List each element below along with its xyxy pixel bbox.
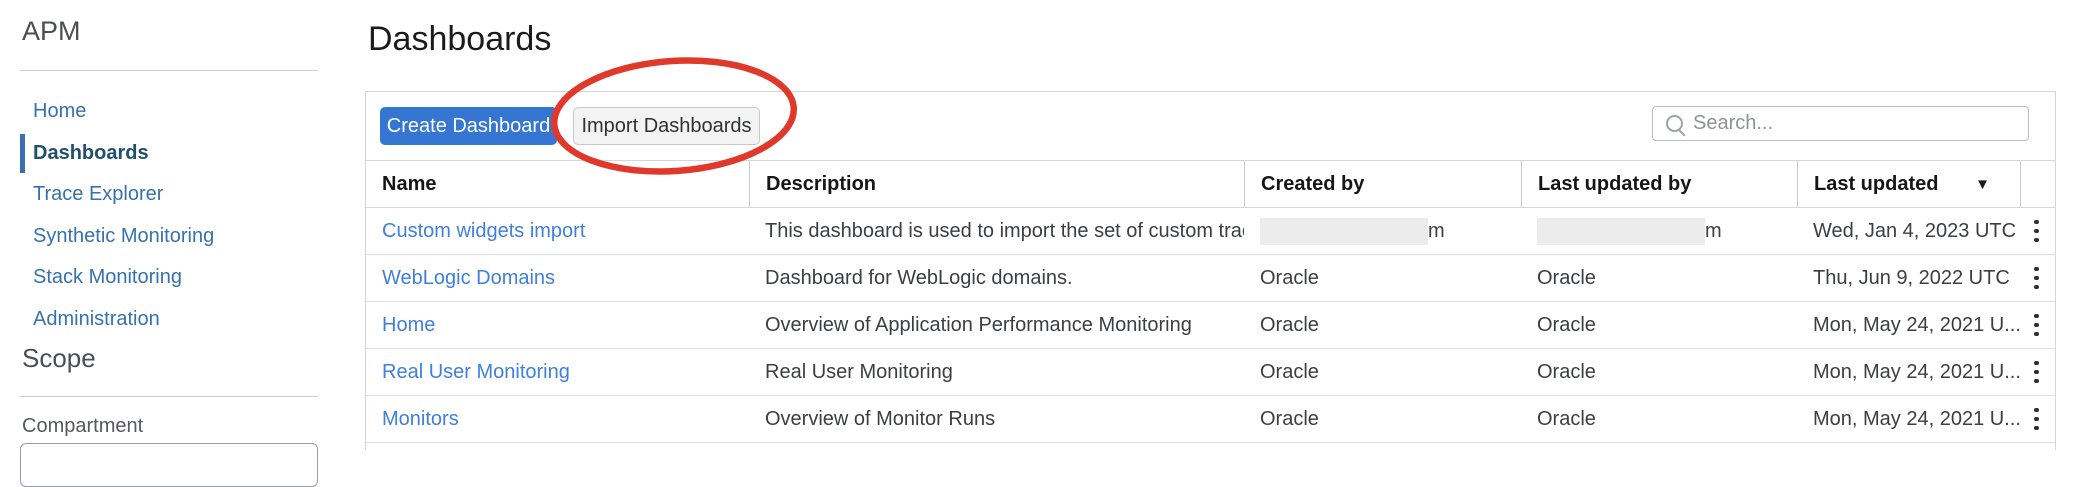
sidebar-item-synthetic-monitoring[interactable]: Synthetic Monitoring xyxy=(20,216,318,258)
column-header-label: Last updated xyxy=(1814,172,1939,195)
search-input[interactable] xyxy=(1693,112,2028,135)
sidebar-item-label: Dashboards xyxy=(33,141,149,164)
created-by-cell: Oracle xyxy=(1260,313,1319,336)
sidebar-item-label: Trace Explorer xyxy=(33,183,164,206)
column-header-last-updated[interactable]: Last updated ▼ xyxy=(1797,161,2020,207)
actions-cell xyxy=(2020,402,2055,437)
dashboards-panel: Create Dashboard Import Dashboards Name … xyxy=(365,91,2056,450)
dashboard-name-cell: Custom widgets import xyxy=(366,220,749,243)
created-by-cell: Oracle xyxy=(1260,407,1319,430)
last-updated-by-cell: Oracle xyxy=(1537,407,1596,430)
active-indicator-bar xyxy=(20,133,25,173)
column-header-last-updated-by[interactable]: Last updated by xyxy=(1521,161,1797,207)
last-updated-cell: Mon, May 24, 2021 U... xyxy=(1813,313,2020,336)
sidebar-item-stack-monitoring[interactable]: Stack Monitoring xyxy=(20,257,318,299)
redaction-suffix: m xyxy=(1705,219,1722,242)
created-by-cell: m xyxy=(1244,217,1521,245)
sidebar-title: APM xyxy=(22,16,81,46)
redacted-text-block xyxy=(1537,217,1705,245)
sidebar-item-dashboards[interactable]: Dashboards xyxy=(20,133,318,175)
import-dashboards-button[interactable]: Import Dashboards xyxy=(573,107,760,145)
column-header-created-by[interactable]: Created by xyxy=(1244,161,1521,207)
table-row: Custom widgets import This dashboard is … xyxy=(366,208,2055,255)
last-updated-by-cell: Oracle xyxy=(1537,266,1596,289)
compartment-label: Compartment xyxy=(22,415,144,437)
row-actions-kebab-icon[interactable] xyxy=(2028,308,2055,343)
description-cell: This dashboard is used to import the set… xyxy=(765,219,1244,242)
sort-descending-icon[interactable]: ▼ xyxy=(1975,175,1990,193)
search-icon xyxy=(1666,115,1683,132)
last-updated-cell: Wed, Jan 4, 2023 UTC xyxy=(1813,219,2017,242)
sidebar-divider xyxy=(20,396,318,397)
dashboard-name-cell: Home xyxy=(366,314,749,337)
sidebar-item-label: Home xyxy=(33,100,87,123)
actions-cell xyxy=(2020,214,2055,249)
created-by-cell: Oracle xyxy=(1260,266,1319,289)
last-updated-cell: Thu, Jun 9, 2022 UTC xyxy=(1813,266,2010,289)
sidebar-item-trace-explorer[interactable]: Trace Explorer xyxy=(20,174,318,216)
dashboard-name-cell: WebLogic Domains xyxy=(366,267,749,290)
table-row: Real User Monitoring Real User Monitorin… xyxy=(366,349,2055,396)
description-cell: Overview of Application Performance Moni… xyxy=(765,313,1192,336)
sidebar-item-home[interactable]: Home xyxy=(20,91,318,133)
created-by-cell: Oracle xyxy=(1260,360,1319,383)
dashboard-name-cell: Real User Monitoring xyxy=(366,361,749,384)
sidebar-item-label: Synthetic Monitoring xyxy=(33,224,215,247)
description-cell: Real User Monitoring xyxy=(765,360,953,383)
create-dashboard-button[interactable]: Create Dashboard xyxy=(380,107,557,145)
table-row: WebLogic Domains Dashboard for WebLogic … xyxy=(366,255,2055,302)
sidebar: APM Home Dashboards Trace Explorer Synth… xyxy=(20,0,318,487)
column-header-name[interactable]: Name xyxy=(382,172,437,195)
column-header-description[interactable]: Description xyxy=(749,161,1244,207)
sidebar-nav: Home Dashboards Trace Explorer Synthetic… xyxy=(20,91,318,340)
dashboard-link[interactable]: Monitors xyxy=(382,407,459,430)
description-cell: Overview of Monitor Runs xyxy=(765,407,996,430)
last-updated-by-cell: Oracle xyxy=(1537,360,1596,383)
sidebar-item-label: Stack Monitoring xyxy=(33,266,182,289)
row-actions-kebab-icon[interactable] xyxy=(2028,214,2055,249)
page-title: Dashboards xyxy=(368,20,552,58)
redacted-text-block xyxy=(1260,217,1428,245)
dashboard-link[interactable]: WebLogic Domains xyxy=(382,266,556,289)
column-header-actions xyxy=(2020,161,2055,207)
dashboard-name-cell: Monitors xyxy=(366,408,749,431)
actions-cell xyxy=(2020,355,2055,390)
toolbar: Create Dashboard Import Dashboards xyxy=(366,92,2055,160)
description-cell: Dashboard for WebLogic domains. xyxy=(765,266,1073,289)
sidebar-item-label: Administration xyxy=(33,307,160,330)
actions-cell xyxy=(2020,261,2055,296)
dashboard-link[interactable]: Real User Monitoring xyxy=(382,360,570,383)
row-actions-kebab-icon[interactable] xyxy=(2028,355,2055,390)
last-updated-cell: Mon, May 24, 2021 U... xyxy=(1813,407,2020,430)
scope-heading: Scope xyxy=(22,343,96,373)
dashboard-link[interactable]: Custom widgets import xyxy=(382,219,586,242)
table-row: Monitors Overview of Monitor Runs Oracle… xyxy=(366,396,2055,443)
table-row: Home Overview of Application Performance… xyxy=(366,302,2055,349)
row-actions-kebab-icon[interactable] xyxy=(2028,261,2055,296)
sidebar-item-administration[interactable]: Administration xyxy=(20,299,318,341)
row-actions-kebab-icon[interactable] xyxy=(2028,402,2055,437)
last-updated-by-cell: m xyxy=(1521,217,1797,245)
search-box[interactable] xyxy=(1652,106,2029,141)
sidebar-divider xyxy=(20,70,318,71)
last-updated-cell: Mon, May 24, 2021 U... xyxy=(1813,360,2020,383)
redaction-suffix: m xyxy=(1428,219,1445,242)
last-updated-by-cell: Oracle xyxy=(1537,313,1596,336)
table-header-row: Name Description Created by Last updated… xyxy=(366,160,2055,208)
dashboard-link[interactable]: Home xyxy=(382,313,436,336)
actions-cell xyxy=(2020,308,2055,343)
